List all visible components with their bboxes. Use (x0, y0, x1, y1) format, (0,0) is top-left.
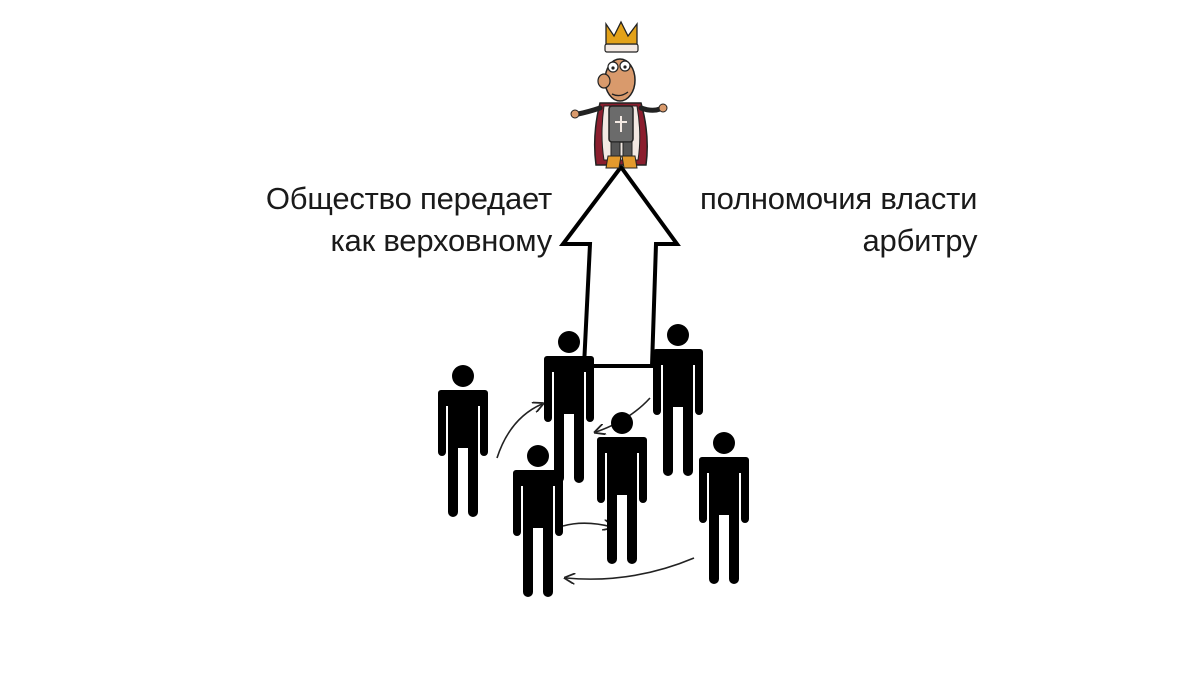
caption-right-line2: арбитру (862, 223, 978, 258)
curved-arrow-icon (566, 557, 695, 579)
person-silhouette-icon (597, 412, 647, 564)
person-silhouette-icon (699, 432, 749, 584)
caption-right: полномочия власти арбитру (700, 178, 977, 262)
up-arrow-icon (558, 163, 681, 368)
caption-right-line1: полномочия власти (700, 181, 978, 216)
caption-left: Общество передает как верховному (266, 178, 552, 262)
caption-left-line2: как верховному (330, 223, 553, 258)
caption-left-line1: Общество передает (265, 181, 552, 216)
person-silhouette-icon (438, 365, 488, 517)
person-silhouette-icon (653, 324, 703, 476)
king-cartoon-icon (570, 20, 668, 169)
curved-arrow-icon (496, 404, 542, 459)
curved-arrow-icon (562, 523, 612, 527)
